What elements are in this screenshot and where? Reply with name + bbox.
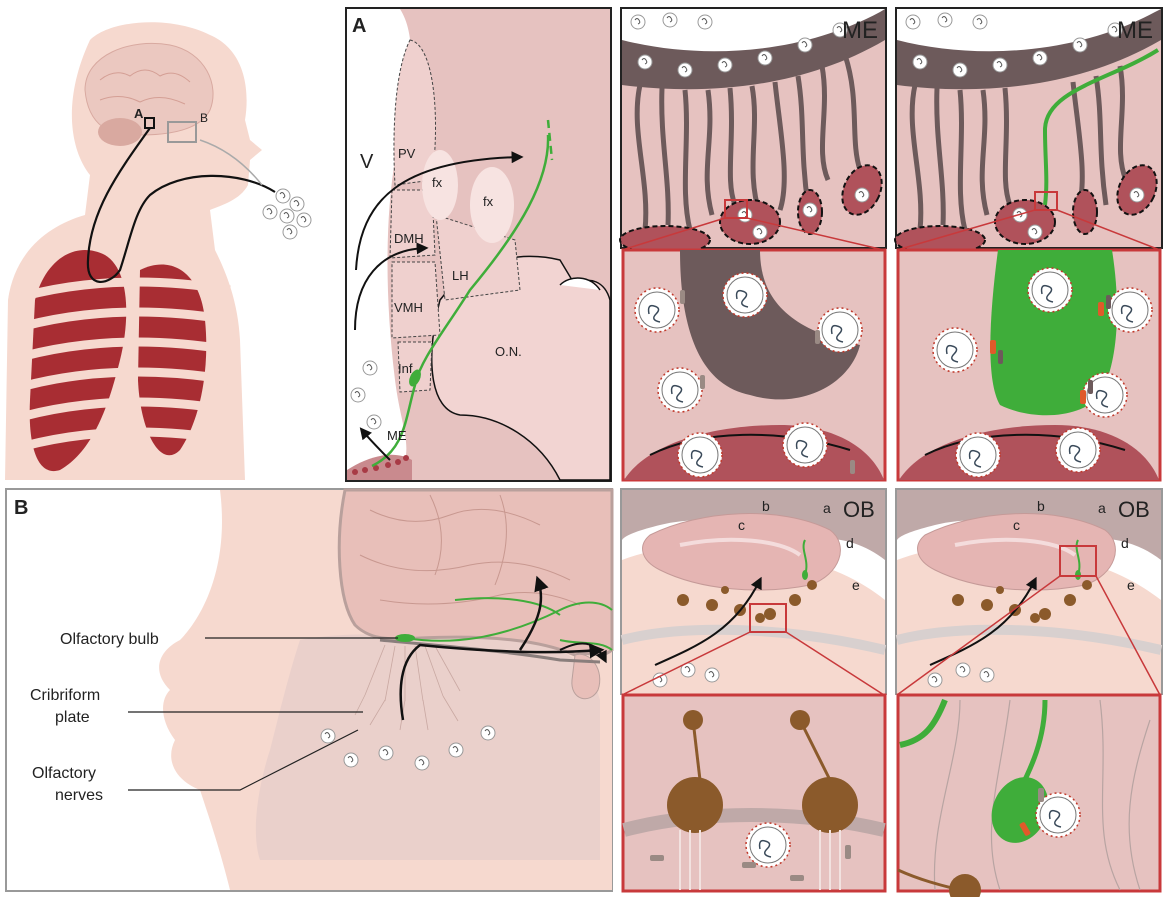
ob-panel-right: OB a b c d e [896,489,1162,694]
ob-left-title: OB [843,497,875,522]
label-fx-1: fx [432,175,443,190]
label-lh: LH [452,268,469,283]
marker-b-label: B [200,111,208,125]
virus-cluster [263,189,311,239]
ob-left-layer-d: d [846,535,854,551]
ventricle-label: V [360,151,374,173]
label-cribriform-1: Cribriform [30,687,100,704]
me-zoom-left [623,250,885,480]
ob-zoom-right [898,695,1160,897]
ob-left-layer-b: b [762,498,770,514]
panel-a: A V PV fx fx DMH LH VMH Inf O.N. ME [346,8,611,481]
label-pv: PV [398,146,416,161]
ob-right-layer-a: a [1098,500,1106,516]
ob-right-layer-e: e [1127,577,1135,593]
label-inf: Inf [398,361,413,376]
panel-b-letter: B [14,497,28,519]
ob-zoom-left [623,695,885,891]
label-nerves-1: Olfactory [32,765,96,782]
ob-right-layer-b: b [1037,498,1045,514]
me-right-title: ME [1117,17,1153,44]
me-panel-left: ME [620,8,889,254]
overview-panel: A B [5,22,311,480]
ob-left-layer-a: a [823,500,831,516]
panel-a-letter: A [352,15,366,37]
ob-right-layer-d: d [1121,535,1129,551]
ob-right-layer-c: c [1013,517,1020,533]
panel-b: B Olfactory bulb Cribriform plate Olfact… [6,489,612,891]
ob-right-title: OB [1118,497,1150,522]
label-fx-2: fx [483,194,494,209]
me-left-title: ME [842,17,878,44]
label-vmh: VMH [394,300,423,315]
ob-panel-left: OB a b c d e [621,489,886,694]
label-dmh: DMH [394,231,424,246]
me-panel-right: ME [895,8,1164,254]
label-olfactory-bulb: Olfactory bulb [60,631,159,648]
ob-left-layer-c: c [738,517,745,533]
me-zoom-right [898,250,1160,480]
label-cribriform-2: plate [55,709,90,726]
label-nerves-2: nerves [55,787,103,804]
label-me: ME [387,428,407,443]
label-on: O.N. [495,344,522,359]
marker-a-label: A [134,106,144,121]
nasal-cavity [256,634,600,860]
ob-left-layer-e: e [852,577,860,593]
